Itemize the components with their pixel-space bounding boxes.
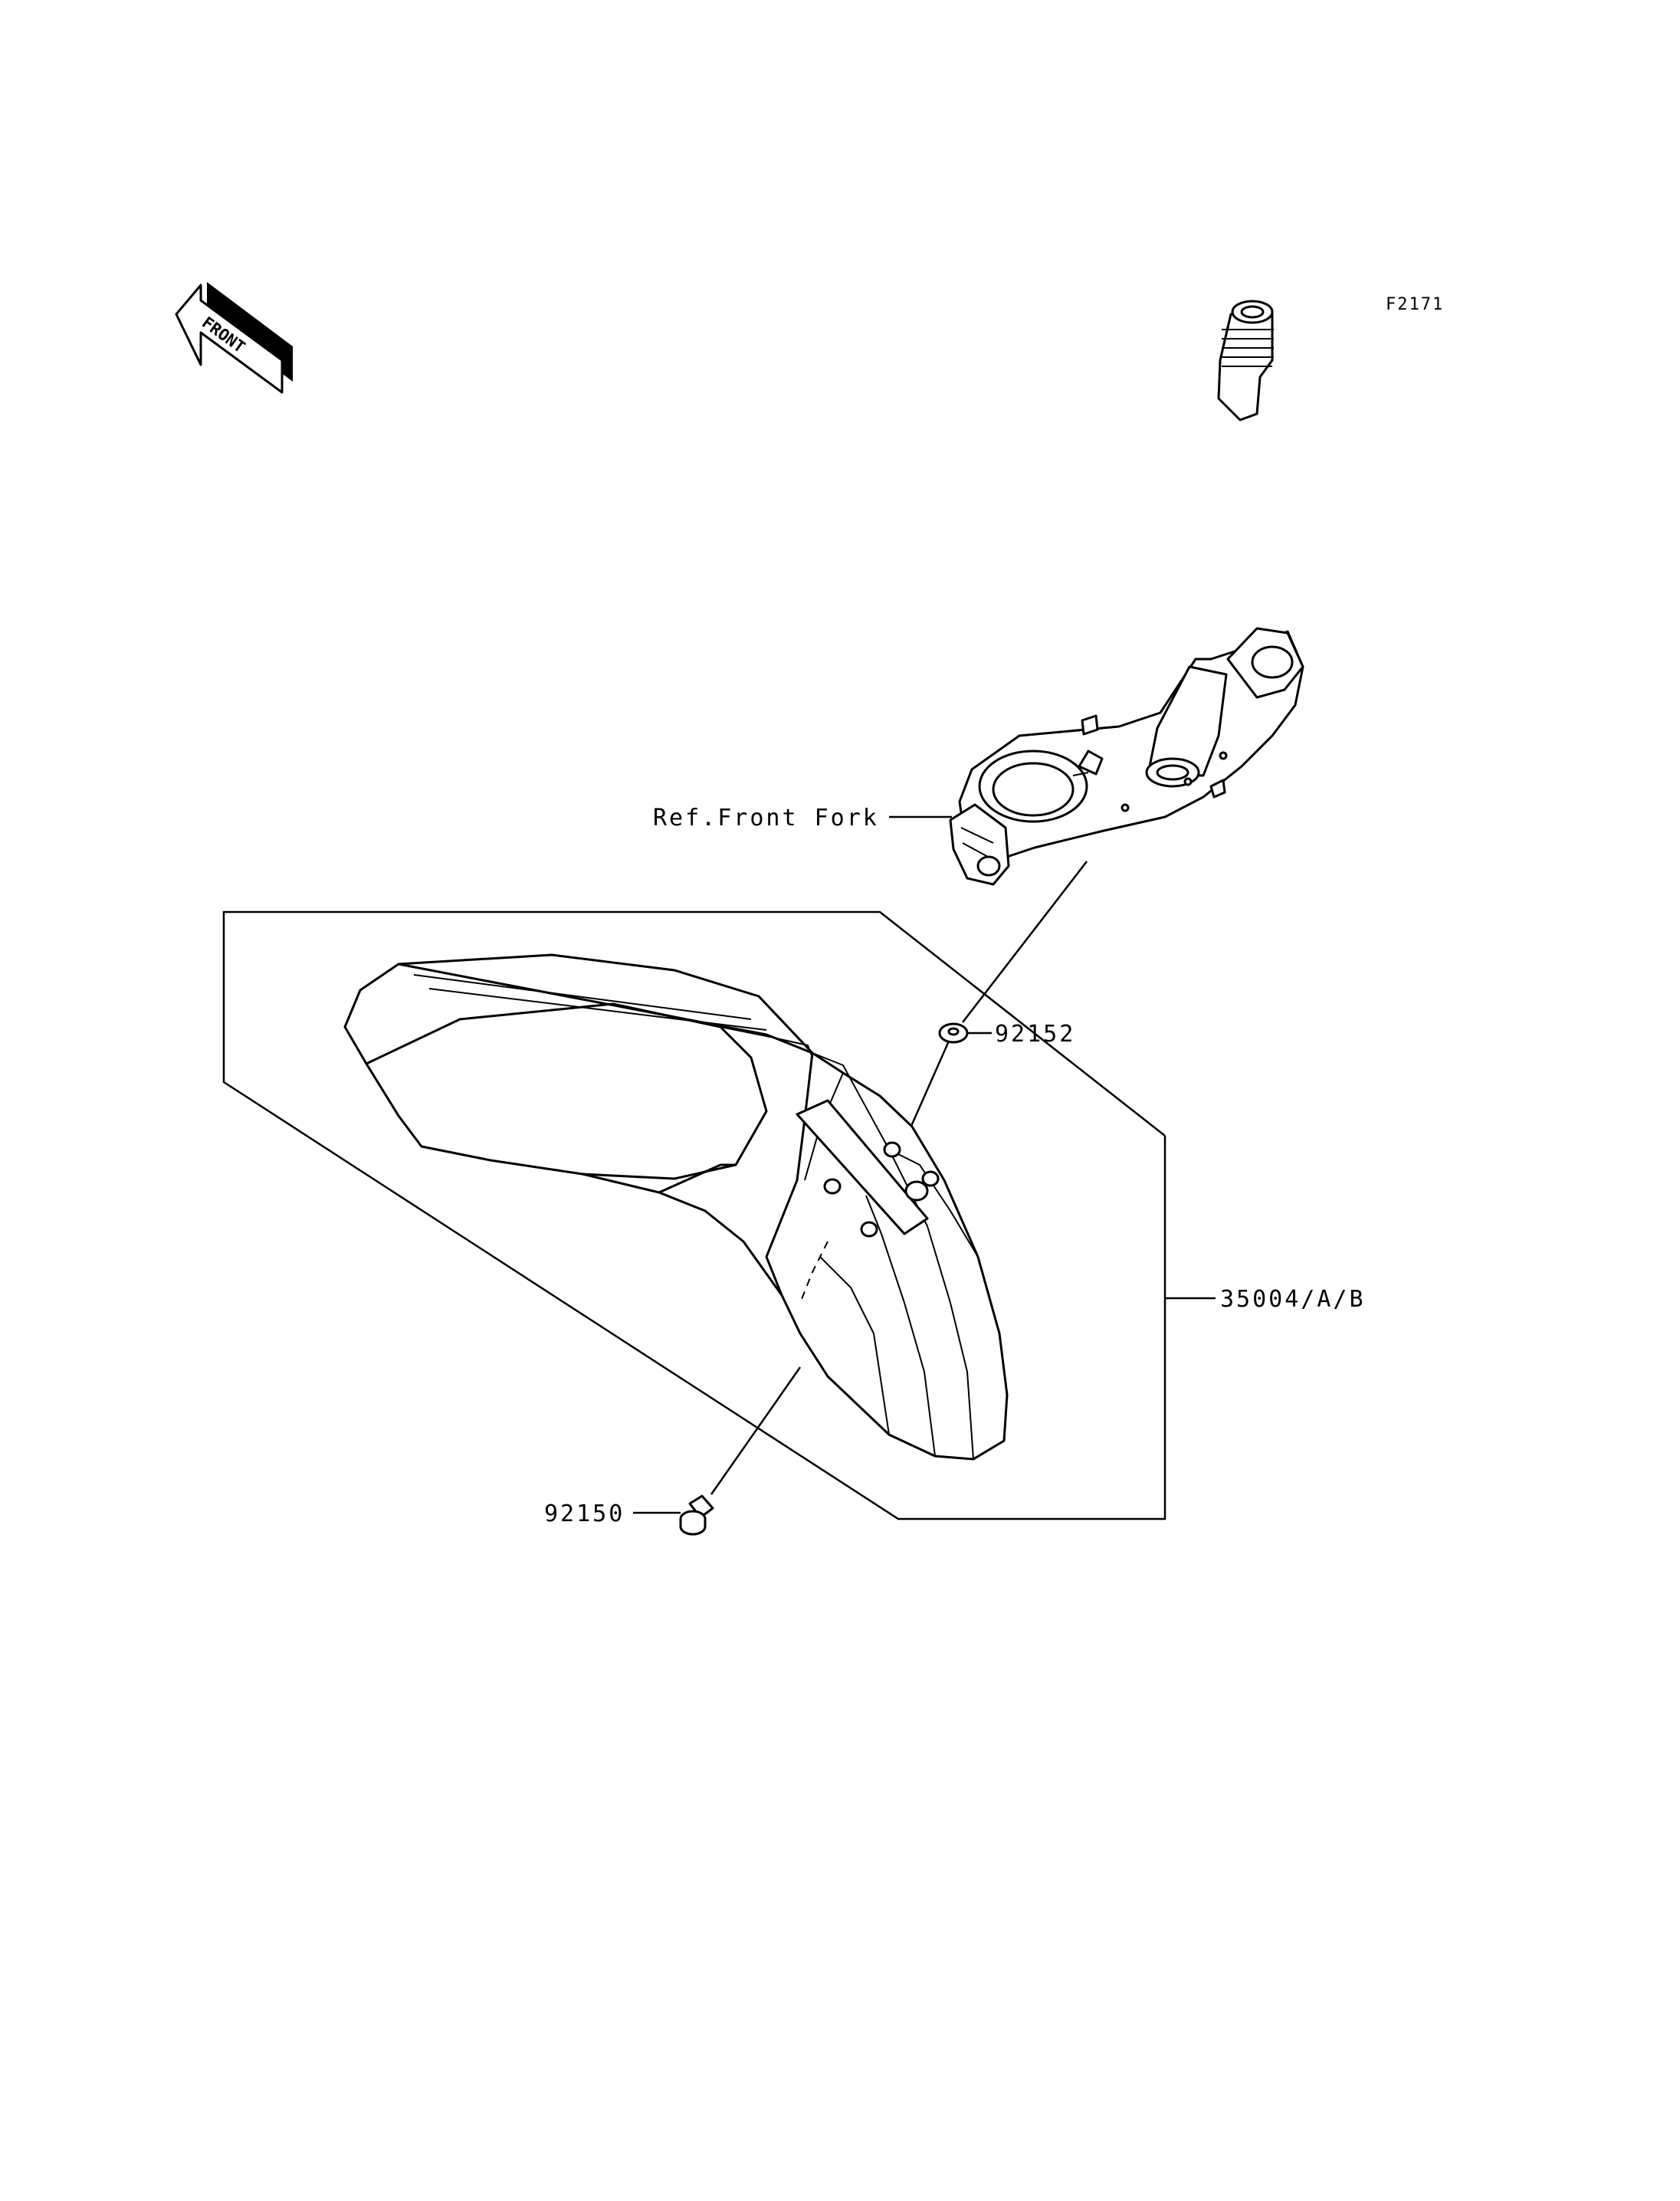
leader-line-bolt-to-fender	[710, 1366, 802, 1495]
label-washer-part-number: 92152	[995, 1021, 1075, 1048]
label-bolt-part-number: 92150	[544, 1501, 625, 1527]
front-fork-illustration	[949, 300, 1304, 886]
label-fender-part-number: 35004/A/B	[1220, 1286, 1366, 1313]
front-fender-illustration	[343, 953, 1009, 1461]
label-front-fork: Ref.Front Fork	[653, 805, 879, 832]
front-direction-arrow-icon: FRONT	[175, 282, 293, 394]
leader-line-fork-to-washer	[962, 861, 1088, 1023]
figure-code: F2171	[1386, 295, 1444, 314]
bolt-92150-illustration	[679, 1494, 714, 1536]
fender-group-bracket	[222, 910, 1166, 1520]
washer-92152-illustration	[938, 1022, 969, 1044]
